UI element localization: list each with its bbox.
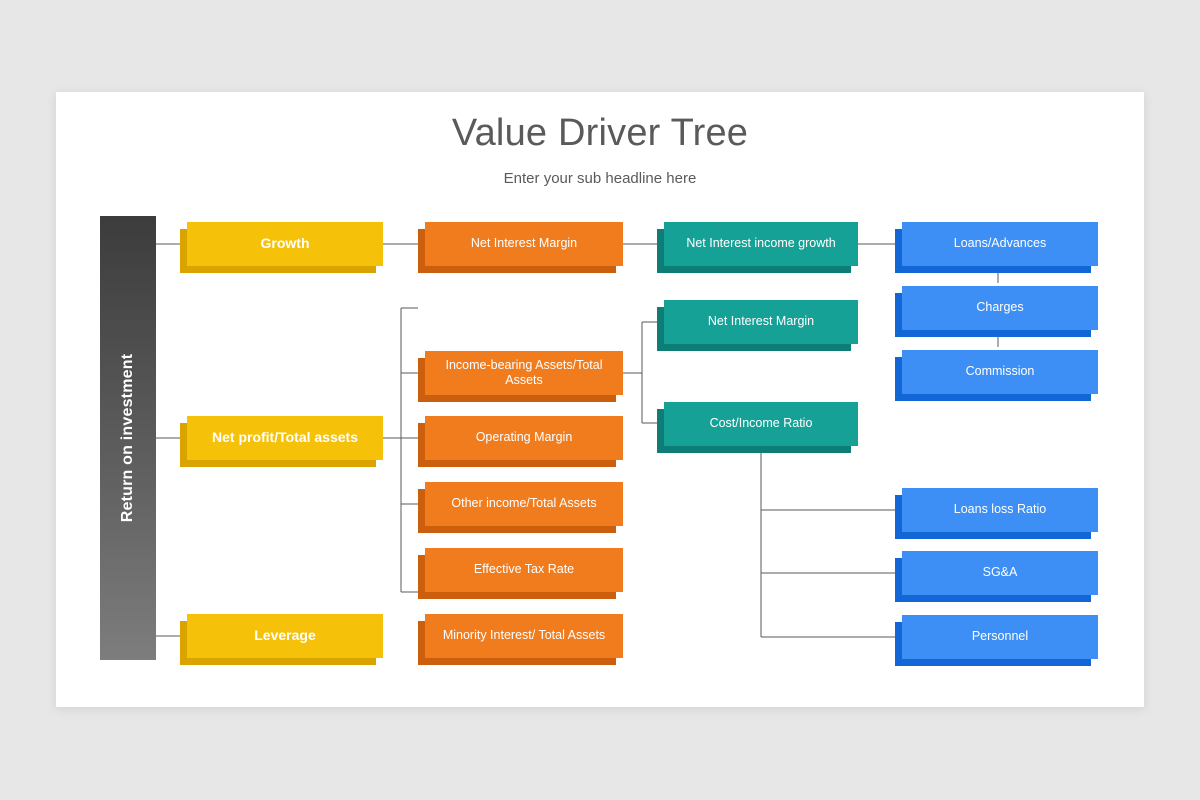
node-charges[interactable]: Charges [895, 286, 1098, 337]
node-other-income-total-assets[interactable]: Other income/Total Assets [418, 482, 623, 533]
node-growth[interactable]: Growth [180, 222, 383, 273]
node-net-interest-margin-teal-label: Net Interest Margin [707, 314, 815, 329]
node-growth-label: Growth [260, 235, 310, 252]
node-sga-label: SG&A [982, 565, 1018, 580]
page-subtitle: Enter your sub headline here [503, 170, 697, 187]
node-net-interest-income-growth-label: Net Interest income growth [686, 236, 836, 251]
node-net-profit-total-assets-label: Net profit/Total assets [212, 429, 358, 446]
node-minority-interest-total-assets-label: Minority Interest/ Total Assets [442, 628, 606, 643]
node-leverage[interactable]: Leverage [180, 614, 383, 665]
node-sga[interactable]: SG&A [895, 551, 1098, 602]
root-bar-return-on-investment[interactable]: Return on investment [100, 216, 156, 660]
node-leverage-label: Leverage [254, 627, 316, 644]
node-minority-interest-total-assets[interactable]: Minority Interest/ Total Assets [418, 614, 623, 665]
page-title: Value Driver Tree [451, 112, 749, 154]
slide-surface: Value Driver Tree Enter your sub headlin… [56, 92, 1144, 707]
node-loans-advances-label: Loans/Advances [953, 236, 1047, 251]
node-net-interest-margin-teal[interactable]: Net Interest Margin [657, 300, 858, 351]
node-net-profit-total-assets[interactable]: Net profit/Total assets [180, 416, 383, 467]
root-bar-label: Return on investment [119, 353, 136, 523]
node-effective-tax-rate[interactable]: Effective Tax Rate [418, 548, 623, 599]
node-operating-margin-label: Operating Margin [475, 430, 573, 445]
node-commission[interactable]: Commission [895, 350, 1098, 401]
node-effective-tax-rate-label: Effective Tax Rate [473, 562, 575, 577]
node-personnel[interactable]: Personnel [895, 615, 1098, 666]
node-cost-income-ratio-label: Cost/Income Ratio [709, 416, 813, 431]
node-net-interest-income-growth[interactable]: Net Interest income growth [657, 222, 858, 273]
node-income-bearing-assets-label: Income-bearing Assets/Total Assets [445, 357, 603, 387]
node-personnel-label: Personnel [971, 629, 1029, 644]
node-other-income-total-assets-label: Other income/Total Assets [451, 496, 597, 511]
node-income-bearing-assets[interactable]: Income-bearing Assets/Total Assets [418, 351, 623, 402]
node-loans-advances[interactable]: Loans/Advances [895, 222, 1098, 273]
node-cost-income-ratio[interactable]: Cost/Income Ratio [657, 402, 858, 453]
node-loans-loss-ratio[interactable]: Loans loss Ratio [895, 488, 1098, 539]
node-net-interest-margin-orange-label: Net Interest Margin [470, 236, 578, 251]
node-net-interest-margin-orange[interactable]: Net Interest Margin [418, 222, 623, 273]
node-loans-loss-ratio-label: Loans loss Ratio [953, 502, 1047, 517]
node-commission-label: Commission [965, 364, 1035, 379]
node-operating-margin[interactable]: Operating Margin [418, 416, 623, 467]
node-charges-label: Charges [976, 300, 1024, 315]
value-driver-tree-diagram: Return on investment Growth Net profit/T… [56, 92, 1144, 707]
